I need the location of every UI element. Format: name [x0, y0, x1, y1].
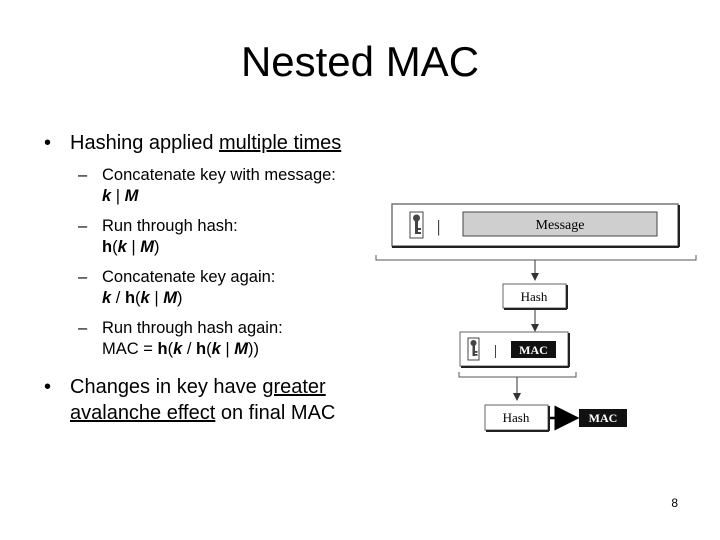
separator-bar: |: [494, 343, 497, 359]
subbullet-dash: –: [78, 166, 88, 184]
bullet-underlined-text: multiple times: [219, 132, 342, 154]
message-label: Message: [536, 218, 585, 233]
bullet-hashing-applied: • Hashing applied multiple times: [40, 130, 400, 156]
hash-box-1: Hash: [502, 283, 568, 310]
mac-block-inner: [511, 341, 556, 358]
bullet-text-tail: on final MAC: [215, 402, 336, 424]
inner-bracket: [458, 372, 577, 378]
bullet-text: Hashing applied: [70, 132, 219, 154]
bullet-avalanche: • Changes in key have greater avalanche …: [40, 374, 400, 426]
subbullet-run-hash-again: – Run through hash again: MAC = h(k / h(…: [40, 318, 400, 360]
separator-bar: |: [437, 217, 440, 236]
subbullet-concatenate-again: – Concatenate key again: k / h(k | M): [40, 267, 400, 309]
subbullet-text: Run through hash:: [102, 217, 238, 235]
bullet-text: Changes in key have: [70, 376, 263, 398]
subbullet-concatenate: – Concatenate key with message: k | M: [40, 165, 400, 207]
key-mac-box: [459, 331, 570, 368]
subbullet-dash: –: [78, 217, 88, 235]
hash-box-2: Hash: [484, 404, 550, 432]
message-block: [462, 211, 658, 237]
formula: MAC = h(k / h(k | M)): [102, 340, 260, 358]
subbullet-dash: –: [78, 268, 88, 286]
key-message-box: [391, 203, 680, 248]
input-bracket: [375, 255, 697, 261]
hash-label-2: Hash: [503, 410, 530, 425]
final-mac-block: [579, 409, 627, 427]
formula: h(k | M): [102, 238, 160, 256]
subbullet-text: Concatenate key again:: [102, 268, 276, 286]
bullet-dot: •: [44, 132, 52, 154]
subbullet-dash: –: [78, 319, 88, 337]
page-number: 8: [671, 496, 678, 510]
bullet-dot: •: [44, 376, 52, 398]
mac-label-inner: MAC: [519, 343, 548, 357]
slide-title: Nested MAC: [240, 38, 480, 85]
key-icon: [409, 211, 424, 239]
final-mac-label: MAC: [589, 411, 618, 425]
subbullet-text: Concatenate key with message:: [102, 166, 336, 184]
key-icon: [467, 337, 480, 361]
formula: k | M: [102, 187, 139, 205]
bullet-list: • Hashing applied multiple times – Conca…: [40, 130, 400, 426]
hash-label-1: Hash: [521, 289, 548, 304]
formula: k / h(k | M): [102, 289, 183, 307]
subbullet-run-hash: – Run through hash: h(k | M): [40, 216, 400, 258]
bullet-underlined-text: greater avalanche effect: [70, 376, 326, 424]
subbullet-text: Run through hash again:: [102, 319, 283, 337]
